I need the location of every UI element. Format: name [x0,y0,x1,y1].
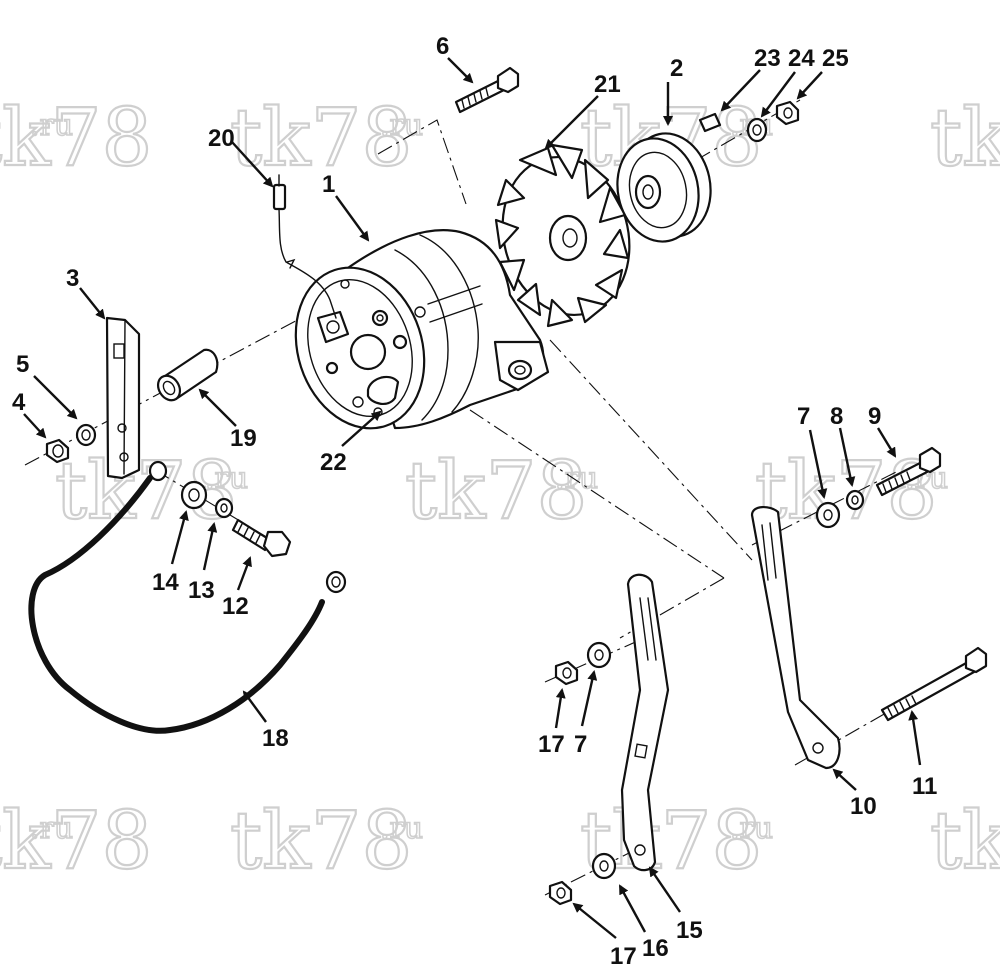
lock-washer [845,489,865,511]
callout-25: 25 [822,45,849,72]
callout-21: 21 [594,71,621,98]
flat-washer [591,852,617,880]
flat-washer [815,501,841,529]
lock-washer [75,423,97,447]
adjusting-strap [750,506,841,770]
callout-labels: 1 2 3 4 5 6 7 7 8 9 10 11 12 13 14 15 16… [12,33,937,970]
adjusting-bolt [875,446,942,497]
pulley-washer [746,117,768,143]
callout-3: 3 [66,265,79,292]
watermark: tk78 .ru [54,443,249,538]
callout-13: 13 [188,577,215,604]
spacer-sleeve [156,348,219,402]
svg-text:.ru: .ru [30,811,73,846]
callout-16: 16 [642,935,669,962]
callout-20: 20 [208,125,235,152]
connector-wire [272,174,337,319]
callout-6: 6 [436,33,449,60]
svg-text:.ru: .ru [30,108,73,143]
callout-5: 5 [16,351,29,378]
callout-8: 8 [830,403,843,430]
watermark: tk78 .ru [229,793,424,888]
watermark-layer: tk78 .ru tk78 .ru tk78 .ru tk78 tk78 .ru… [0,90,1000,888]
callout-7b: 7 [574,731,587,758]
svg-text:.ru: .ru [380,811,423,846]
callout-24: 24 [788,45,815,72]
svg-text:tk78: tk78 [930,794,1000,887]
ground-cable [28,460,347,734]
watermark: tk78 .ru [0,793,154,888]
callout-17b: 17 [610,943,637,970]
callout-10: 10 [850,793,877,820]
through-bolt [454,66,520,114]
callout-2: 2 [670,55,683,82]
svg-text:tk78: tk78 [930,91,1000,184]
long-bolt [880,646,988,722]
watermark: tk78 .ru [0,90,154,185]
svg-text:tk78: tk78 [0,91,152,184]
callout-7a: 7 [797,403,810,430]
watermark: tk78 .ru [404,443,599,538]
callout-19: 19 [230,425,257,452]
svg-text:.ru: .ru [380,108,423,143]
flat-washer [180,480,208,510]
bracket-bolt [231,518,292,558]
alternator [294,229,550,430]
svg-text:tk78: tk78 [405,444,587,537]
nut [548,880,573,906]
callout-arrows [23,57,922,939]
nut [45,438,70,464]
callout-11: 11 [912,773,937,800]
callout-15: 15 [676,917,703,944]
lower-brace [620,573,670,872]
callout-23: 23 [754,45,781,72]
svg-text:tk78: tk78 [230,794,412,887]
watermark: tk78 .ru [229,90,424,185]
callout-22: 22 [320,449,347,476]
cooling-fan [494,143,631,328]
callout-4: 4 [12,389,26,416]
watermark: tk78 [929,90,1000,185]
callout-1: 1 [322,171,335,198]
pulley-nut [775,100,800,126]
svg-text:.ru: .ru [730,811,773,846]
callout-9: 9 [868,403,881,430]
callout-17a: 17 [538,731,565,758]
flat-washer [586,641,612,669]
nut [554,660,579,686]
callout-18: 18 [262,725,289,752]
callout-12: 12 [222,593,249,620]
watermark: tk78 [929,793,1000,888]
lock-washer [214,497,234,519]
callout-14: 14 [152,569,179,596]
pulley [616,132,712,243]
svg-text:.ru: .ru [205,461,248,496]
woodruff-key [698,112,722,133]
svg-text:tk78: tk78 [0,794,152,887]
svg-text:tk78: tk78 [230,91,412,184]
mounting-bracket [105,316,141,480]
